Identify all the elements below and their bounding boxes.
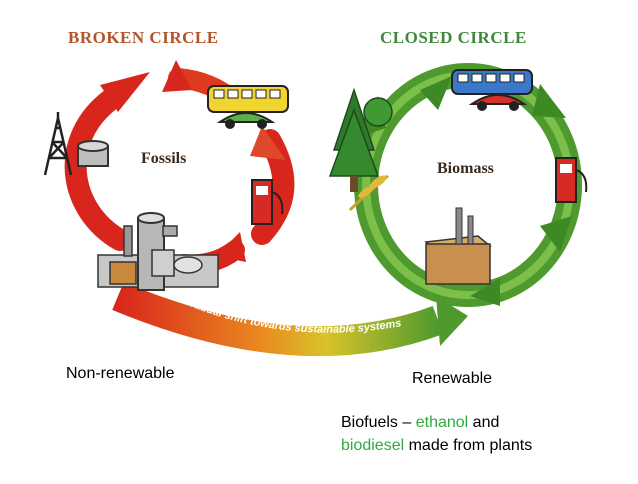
refinery-icon — [97, 212, 219, 291]
storage-tank-icon — [77, 140, 109, 167]
car-icon — [468, 94, 528, 111]
biodiesel-text: biodiesel — [341, 437, 405, 454]
biofuels-text: Biofuels – — [341, 414, 416, 431]
non-renewable-caption: Non-renewable — [66, 365, 175, 382]
red-arrowhead-right — [250, 126, 286, 160]
ethanol-text: ethanol — [415, 414, 469, 431]
bus-icon — [451, 69, 533, 95]
biomass-box-icon — [424, 207, 492, 285]
tree-icon — [328, 87, 393, 192]
fossils-label: Fossils — [141, 150, 187, 167]
made-from-plants-text: made from plants — [404, 437, 533, 454]
fuel-pump-icon — [251, 179, 284, 225]
wheat-icon — [348, 174, 389, 212]
green-arrowhead-lower-right — [540, 216, 572, 252]
and-text: and — [468, 414, 500, 431]
closed-circle-title: CLOSED CIRCLE — [380, 28, 527, 47]
fuel-pump-icon — [555, 157, 588, 203]
car-icon — [216, 112, 276, 129]
red-arrowhead-bottom — [216, 232, 246, 262]
shift-arrow-body — [112, 282, 444, 357]
red-arrowhead — [100, 72, 150, 112]
shift-arrow: Gradual shift towards sustainable system… — [112, 282, 468, 357]
green-arrowhead-bottom — [470, 278, 500, 306]
shift-arrowhead — [436, 296, 468, 346]
green-arrowhead-right — [532, 84, 566, 118]
green-arrowhead-top — [420, 76, 452, 110]
renewable-caption: Renewable — [412, 370, 493, 387]
biofuels-caption: Biofuels – ethanol and biodiesel made fro… — [341, 411, 631, 457]
red-arrow-segment-left — [64, 89, 131, 251]
oil-derrick-icon — [43, 112, 73, 176]
bus-icon — [207, 85, 289, 113]
broken-circle-title: BROKEN CIRCLE — [68, 28, 219, 47]
red-arrowhead-top — [162, 60, 192, 92]
biomass-label: Biomass — [437, 160, 494, 177]
